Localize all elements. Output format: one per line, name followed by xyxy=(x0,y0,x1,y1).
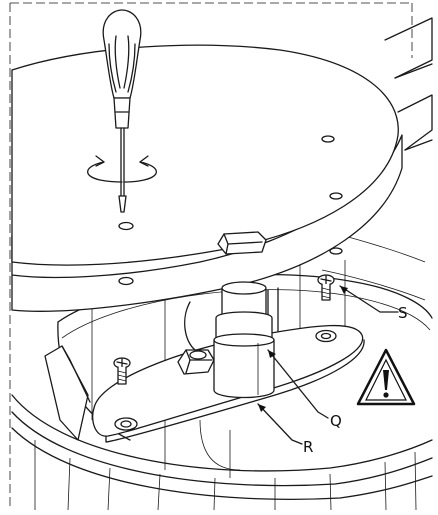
rotate-arrows-icon xyxy=(87,155,157,183)
callout-r: R xyxy=(303,438,313,456)
hex-nut xyxy=(217,231,267,255)
callout-s: S xyxy=(398,304,408,322)
screw-s xyxy=(317,274,335,301)
upper-disc xyxy=(11,44,403,312)
screw-left xyxy=(113,357,131,385)
left-fin xyxy=(44,345,91,441)
inner-ring-shadow xyxy=(61,289,431,339)
screwdriver-icon xyxy=(102,9,142,213)
leader-lines xyxy=(257,285,399,445)
cylinder-sensor xyxy=(213,281,275,399)
dashed-frame xyxy=(9,2,413,510)
callout-q: Q xyxy=(330,412,342,430)
warning-triangle-icon xyxy=(356,348,416,406)
plate-nut xyxy=(177,349,215,375)
